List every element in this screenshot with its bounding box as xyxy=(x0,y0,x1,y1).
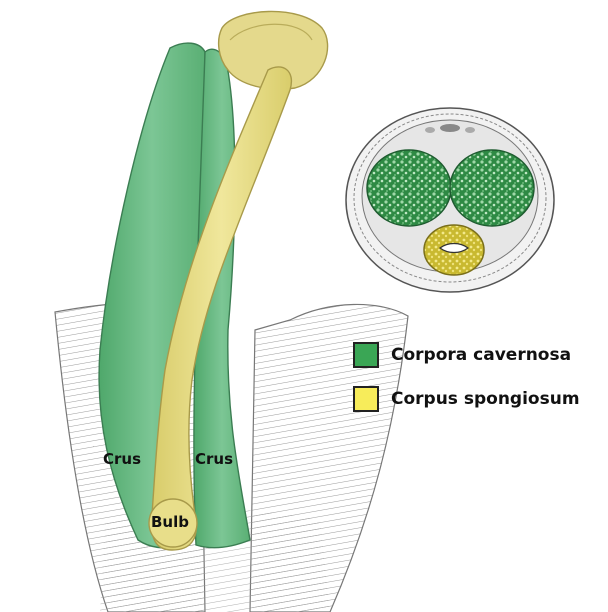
legend-swatch-yellow xyxy=(353,386,379,412)
label-bulb: Bulb xyxy=(151,513,189,531)
glans xyxy=(217,10,329,90)
label-crus-right: Crus xyxy=(195,450,233,468)
label-crus-left: Crus xyxy=(103,450,141,468)
cavernosum-section-right xyxy=(449,149,535,227)
dorsal-vessel xyxy=(440,124,460,132)
urethra xyxy=(438,242,470,254)
cross-section xyxy=(345,107,555,293)
legend-label: Corpus spongiosum xyxy=(391,389,580,409)
legend-label: Corpora cavernosa xyxy=(391,345,572,365)
bulb-shape xyxy=(148,498,198,548)
glans-fold xyxy=(229,23,313,41)
legend-item-cavernosa: Corpora cavernosa xyxy=(353,338,580,372)
legend: Corpora cavernosa Corpus spongiosum xyxy=(353,338,580,426)
legend-item-spongiosum: Corpus spongiosum xyxy=(353,382,580,416)
cavernosum-section-left xyxy=(366,149,452,227)
legend-swatch-green xyxy=(353,342,379,368)
corpus-spongiosum xyxy=(150,66,293,551)
